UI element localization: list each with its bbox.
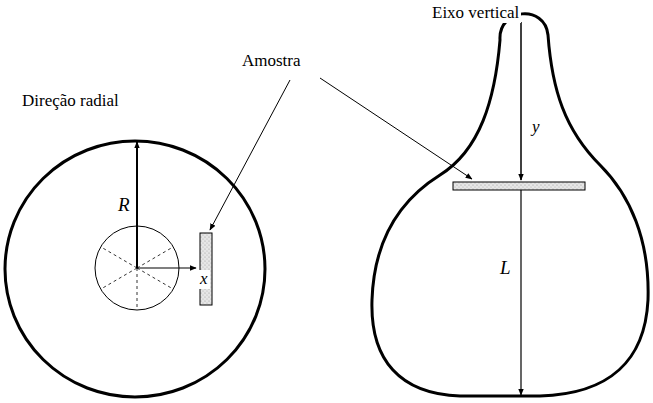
dimension-label: R xyxy=(116,195,132,216)
radius-arrow xyxy=(136,142,138,268)
leader-line xyxy=(210,80,290,230)
callout-label: Amostra xyxy=(240,52,303,71)
axis-title: Eixo vertical xyxy=(430,4,521,23)
pear-outline xyxy=(372,14,648,396)
cross-section-outline xyxy=(5,141,265,397)
dimension-label: y xyxy=(530,118,542,137)
y-arrow xyxy=(520,22,522,180)
dimension-label: L xyxy=(498,258,513,279)
leader-line xyxy=(320,78,472,179)
view-title: Direção radial xyxy=(20,92,121,111)
sample-vertical xyxy=(453,182,585,190)
x-arrow xyxy=(137,267,196,268)
l-arrow xyxy=(520,190,521,395)
dimension-label: x xyxy=(198,270,210,289)
sample-radial xyxy=(200,233,212,305)
